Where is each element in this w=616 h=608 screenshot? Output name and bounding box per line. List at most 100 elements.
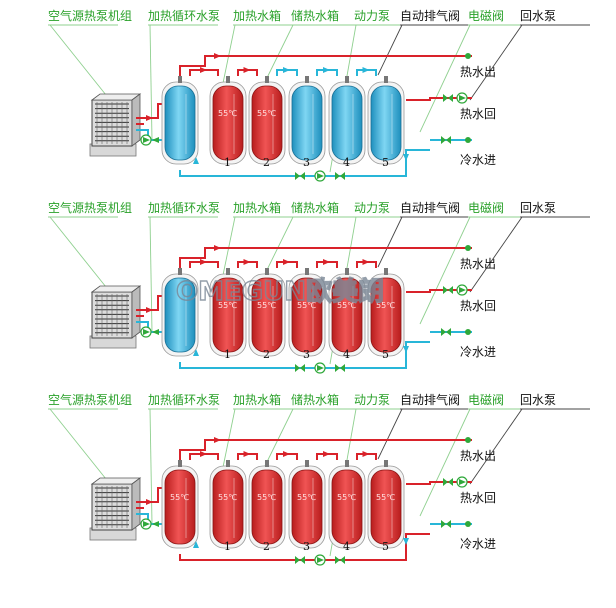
- tank-vent: [384, 268, 388, 275]
- tank-vent: [345, 76, 349, 83]
- flow-arrow-icon: [146, 307, 153, 313]
- tank-body: [164, 469, 196, 545]
- hot-pipe-main: [179, 439, 472, 460]
- label-auto-vent-valve: 自动排气阀: [400, 392, 460, 407]
- flow-arrow-icon: [146, 499, 153, 505]
- label-auto-vent-valve: 自动排气阀: [400, 200, 460, 215]
- flow-arrow-icon: [362, 67, 370, 73]
- label-heat-pump-unit: 空气源热泵机组: [48, 392, 132, 407]
- label-heating-circ-pump: 加热循环水泵: [148, 201, 220, 215]
- valve-icon: [300, 172, 305, 180]
- tank: 55℃: [248, 76, 286, 165]
- label-hot-water-out: 热水出: [460, 257, 496, 271]
- tank-body: [251, 85, 283, 161]
- tank-vent: [305, 460, 309, 467]
- tank-body: [331, 277, 363, 353]
- system-1: 空气源热泵机组加热循环水泵加热水箱储热水箱动力泵自动排气阀电磁阀回水泵55℃15…: [48, 8, 590, 182]
- tank-body: [291, 469, 323, 545]
- bottom-pipe: [179, 533, 430, 561]
- tank-temperature: 55℃: [218, 301, 237, 310]
- tank-number: 2: [263, 540, 270, 553]
- tank-vent: [226, 268, 230, 275]
- valve-icon: [335, 172, 340, 180]
- label-hot-water-return: 热水回: [460, 491, 496, 505]
- pump-icon: [459, 95, 466, 101]
- flow-arrow-icon: [243, 259, 251, 265]
- label-heating-circ-pump: 加热循环水泵: [148, 9, 220, 23]
- label-solenoid-valve: 电磁阀: [468, 392, 504, 407]
- label-hot-water-out: 热水出: [460, 449, 496, 463]
- pump-icon: [143, 137, 150, 143]
- tank-vent: [265, 268, 269, 275]
- pump-icon: [317, 173, 324, 179]
- flow-arrow-icon: [362, 259, 370, 265]
- label-heating-circ-pump: 加热循环水泵: [148, 393, 220, 407]
- tank-body: [370, 469, 402, 545]
- flow-arrow-icon: [152, 521, 159, 527]
- valve-icon: [446, 328, 451, 336]
- tank-body: [331, 469, 363, 545]
- flow-arrow-icon: [362, 451, 370, 457]
- tank: [367, 76, 405, 165]
- tank-number: 4: [343, 348, 350, 361]
- tank-number: 2: [263, 348, 270, 361]
- leader-line: [419, 408, 471, 517]
- flow-arrow-icon: [200, 259, 207, 265]
- watermark-text: OMEGUN欧美朗: [176, 276, 384, 307]
- valve-icon: [446, 520, 451, 528]
- tank-number: 4: [343, 156, 350, 169]
- tank-temperature: 55℃: [297, 301, 316, 310]
- label-heating-tank: 加热水箱: [233, 392, 281, 407]
- flow-arrow-icon: [283, 451, 290, 457]
- leader-line: [377, 24, 403, 76]
- bottom-pipe: [179, 149, 430, 177]
- tank-temperature: 55℃: [257, 301, 276, 310]
- tank-vent: [384, 460, 388, 467]
- valve-icon: [443, 286, 448, 294]
- valve-icon: [448, 478, 453, 486]
- tank-temperature: 55℃: [337, 493, 356, 502]
- bottom-pipe: [179, 341, 430, 369]
- leader-line: [49, 24, 111, 101]
- flow-arrow-icon: [200, 451, 207, 457]
- tank: 55℃: [209, 76, 247, 165]
- tank-vent: [226, 76, 230, 83]
- tank-body: [251, 469, 283, 545]
- pump-icon: [317, 557, 324, 563]
- valve-icon: [340, 556, 345, 564]
- tank-vent: [305, 268, 309, 275]
- flow-arrow-icon: [403, 346, 409, 353]
- label-heat-pump-unit: 空气源热泵机组: [48, 200, 132, 215]
- tank-temperature: 55℃: [297, 493, 316, 502]
- valve-icon: [335, 556, 340, 564]
- flow-arrow-icon: [403, 154, 409, 161]
- tank: 55℃: [367, 460, 405, 549]
- leader-line: [149, 408, 153, 525]
- heat-pump-unit: [89, 285, 142, 349]
- valve-icon: [446, 136, 451, 144]
- tank-vent: [178, 460, 182, 467]
- leader-line: [419, 216, 471, 325]
- valve-icon: [441, 136, 446, 144]
- tank-vent: [178, 76, 182, 83]
- label-power-pump: 动力泵: [354, 393, 390, 407]
- leader-line: [49, 408, 111, 485]
- label-solenoid-valve: 电磁阀: [468, 8, 504, 23]
- tank-number: 5: [382, 156, 389, 169]
- tank-number: 1: [224, 156, 231, 169]
- tank-number: 3: [303, 348, 310, 361]
- label-heating-tank: 加热水箱: [233, 200, 281, 215]
- label-cold-water-in: 冷水进: [460, 345, 496, 359]
- pump-icon: [143, 521, 150, 527]
- tank-body: [212, 277, 244, 353]
- tank-temperature: 55℃: [218, 109, 237, 118]
- systems-layer: 空气源热泵机组加热循环水泵加热水箱储热水箱动力泵自动排气阀电磁阀回水泵55℃15…: [48, 8, 590, 566]
- valve-icon: [465, 53, 471, 59]
- leader-line: [149, 216, 153, 333]
- tank: [288, 76, 326, 165]
- hot-pipe-main: [179, 247, 472, 268]
- valve-icon: [441, 520, 446, 528]
- valve-icon: [448, 286, 453, 294]
- tank-temperature: 55℃: [218, 493, 237, 502]
